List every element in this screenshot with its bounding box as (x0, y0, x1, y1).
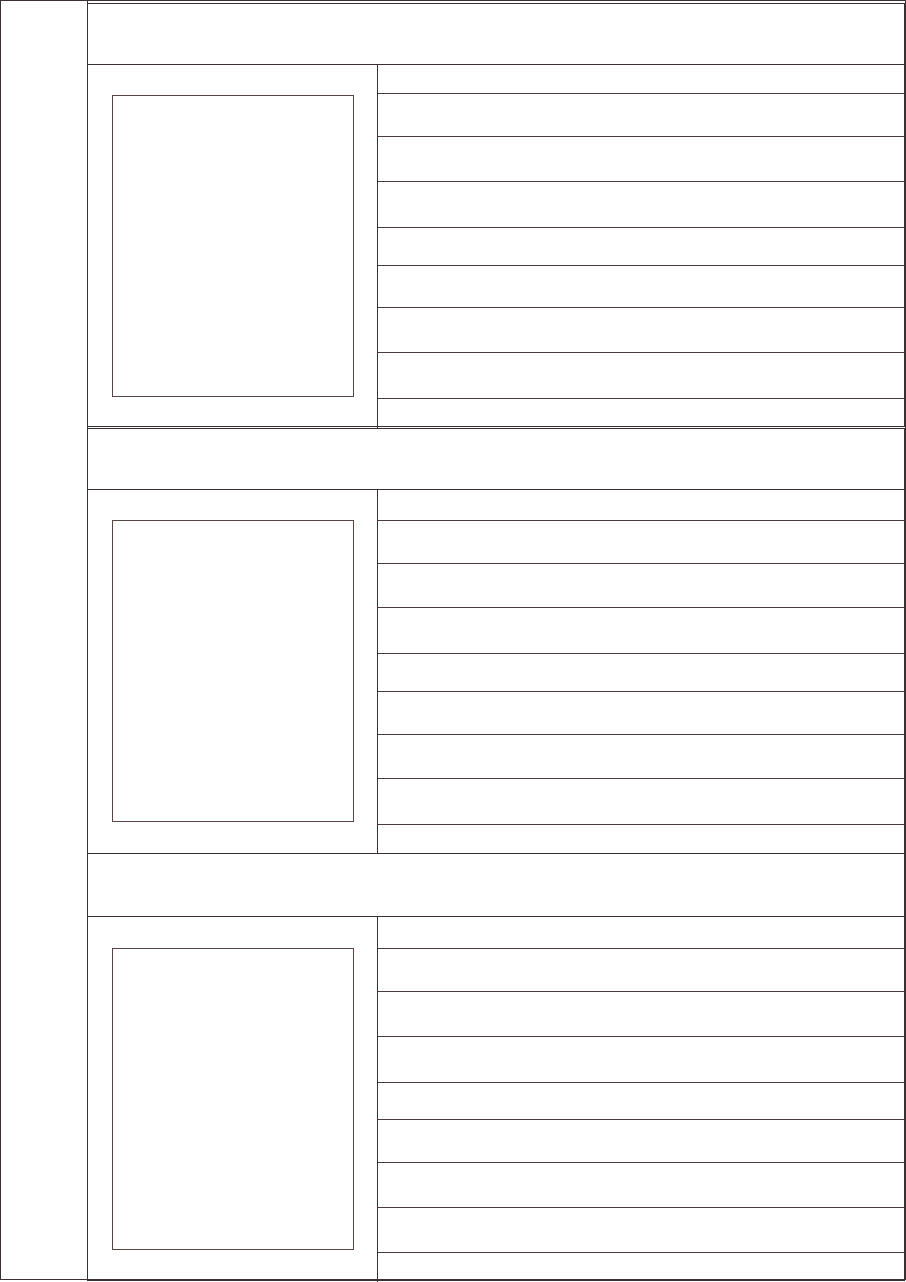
field-line (378, 691, 904, 692)
field-line (378, 1119, 904, 1120)
section-header (88, 854, 904, 917)
field-line (378, 93, 904, 94)
section-header (88, 4, 904, 65)
field-line (378, 778, 904, 779)
field-line (378, 136, 904, 137)
field-line (378, 824, 904, 825)
photo-column (88, 65, 378, 428)
entry-section-1 (87, 3, 905, 428)
section-header (88, 429, 904, 490)
field-line (378, 227, 904, 228)
field-lines (378, 917, 904, 1282)
photo-column (88, 917, 378, 1282)
field-line (378, 352, 904, 353)
field-line (378, 1162, 904, 1163)
field-line (378, 1082, 904, 1083)
field-line (378, 307, 904, 308)
field-line (378, 1207, 904, 1208)
field-line (378, 607, 904, 608)
field-line (378, 398, 904, 399)
entry-section-2 (87, 428, 905, 854)
field-line (378, 1252, 904, 1253)
left-margin-column (1, 1, 88, 1279)
field-lines (378, 490, 904, 853)
field-line (378, 948, 904, 949)
field-line (378, 991, 904, 992)
entry-section-3 (87, 853, 905, 1282)
photo-column (88, 490, 378, 853)
field-line (378, 181, 904, 182)
field-line (378, 563, 904, 564)
photo-box (112, 520, 354, 822)
field-line (378, 1036, 904, 1037)
photo-box (112, 95, 354, 397)
field-lines (378, 65, 904, 428)
photo-box (112, 948, 354, 1250)
field-line (378, 265, 904, 266)
field-line (378, 520, 904, 521)
field-line (378, 734, 904, 735)
field-line (378, 653, 904, 654)
